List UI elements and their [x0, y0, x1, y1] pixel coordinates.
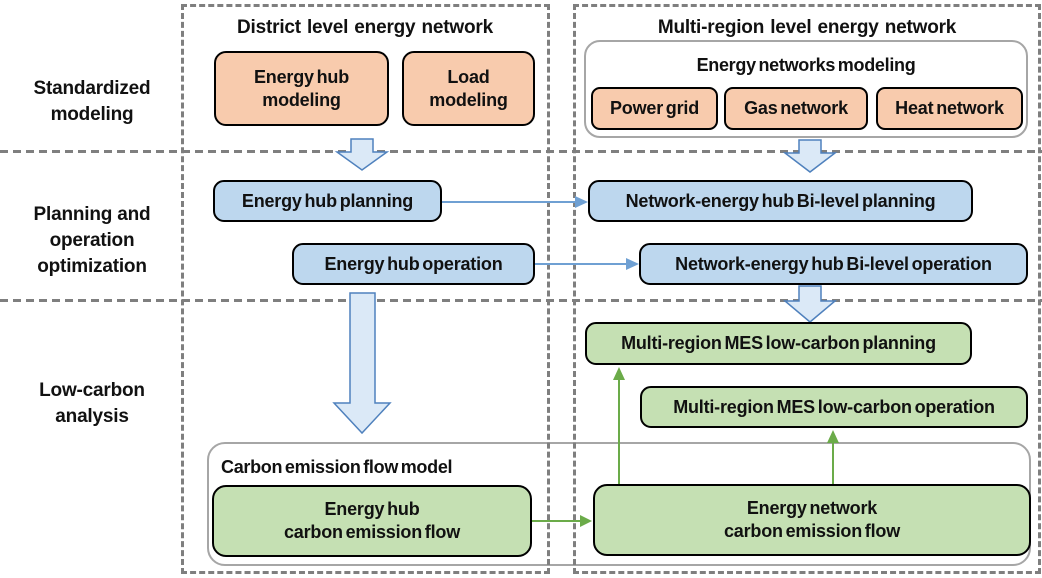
- energy-hub-operation-box: Energy hub operation: [292, 243, 535, 285]
- network-energy-hub-bilevel-operation-box: Network-energy hub Bi-level operation: [639, 243, 1028, 285]
- energy-networks-modeling-label: Energy networks modeling: [696, 55, 916, 75]
- row-separator-2: [0, 299, 1042, 302]
- row-label-standardized-modeling: Standardized modeling: [33, 78, 151, 125]
- energy-network-carbon-emission-flow-box: Energy network carbon emission flow: [593, 484, 1031, 556]
- carbon-emission-flow-model-label: Carbon emission flow model: [221, 457, 453, 477]
- multi-region-panel-border: [573, 4, 1041, 574]
- energy-hub-carbon-emission-flow-box: Energy hub carbon emission flow: [212, 485, 532, 557]
- energy-hub-modeling-box: Energy hub modeling: [214, 51, 389, 126]
- multi-region-mes-low-carbon-operation-box: Multi-region MES low-carbon operation: [640, 386, 1028, 428]
- load-modeling-box: Load modeling: [402, 51, 535, 126]
- row-separator-1: [0, 150, 1042, 153]
- district-column-title: District level energy network: [237, 17, 493, 38]
- energy-hub-planning-box: Energy hub planning: [213, 180, 442, 222]
- power-grid-box: Power grid: [591, 87, 718, 130]
- heat-network-box: Heat network: [876, 87, 1023, 130]
- district-panel-border: [181, 4, 550, 574]
- multi-region-column-title: Multi-region level energy network: [657, 17, 957, 38]
- row-label-low-carbon-analysis: Low-carbon analysis: [39, 380, 145, 427]
- multi-region-mes-low-carbon-planning-box: Multi-region MES low-carbon planning: [585, 322, 972, 365]
- network-energy-hub-bilevel-planning-box: Network-energy hub Bi-level planning: [588, 180, 973, 222]
- row-label-planning-operation-optimization: Planning and operation optimization: [33, 204, 151, 277]
- gas-network-box: Gas network: [724, 87, 868, 130]
